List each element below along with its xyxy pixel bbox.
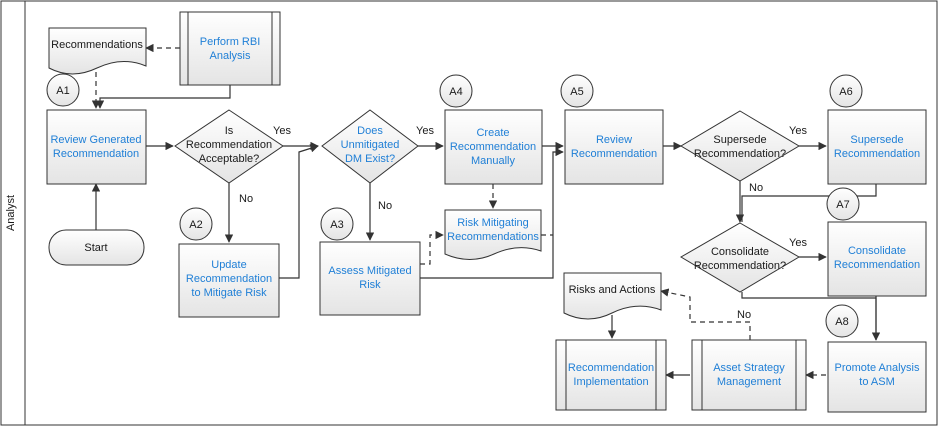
connector <box>660 288 751 340</box>
start-label: Start <box>84 242 107 254</box>
connector <box>420 147 564 279</box>
update-line3: to Mitigate Risk <box>191 287 267 299</box>
consolidate-decision: Consolidate Recommendation? <box>680 222 800 293</box>
review-recommendation-node[interactable]: Review Recommendation <box>564 109 664 185</box>
edge-label-no: No <box>378 200 392 212</box>
risk-mitigating-line2: Recommendations <box>447 231 539 243</box>
step-marker: A1 <box>46 73 80 107</box>
promote-analysis-node[interactable]: Promote Analysis to ASM <box>827 341 927 413</box>
is-acceptable-line3: Acceptable? <box>199 153 260 165</box>
review-generated-line1: Review Generated <box>50 134 141 146</box>
update-line1: Update <box>211 259 246 271</box>
unmitigated-dm-decision[interactable]: Does Unmitigated DM Exist? <box>321 109 419 184</box>
review-line1: Review <box>596 134 632 146</box>
step-marker-label: A6 <box>839 86 852 98</box>
step-marker: A4 <box>439 74 473 108</box>
step-marker: A3 <box>320 207 354 241</box>
connector <box>279 144 319 279</box>
start-terminator: Start <box>48 229 145 266</box>
consolidate-recommendation-node[interactable]: Consolidate Recommendation <box>827 221 927 297</box>
edge-label-yes: Yes <box>416 125 434 137</box>
supersede-decision: Supersede Recommendation? <box>680 110 800 182</box>
is-acceptable-line1: Is <box>225 125 234 137</box>
perform-rbi-analysis-node[interactable]: Perform RBI Analysis <box>179 11 281 86</box>
supersede-line1: Supersede <box>850 134 903 146</box>
recommendations-label: Recommendations <box>51 39 143 51</box>
update-line2: Recommendation <box>186 273 272 285</box>
edge-label-no: No <box>737 309 751 321</box>
review-generated-recommendation-node[interactable]: Review Generated Recommendation <box>46 109 147 185</box>
connector <box>741 184 877 222</box>
promote-line1: Promote Analysis <box>835 362 920 374</box>
edge-label-no: No <box>749 182 763 194</box>
asset-strategy-line1: Asset Strategy <box>713 362 785 374</box>
recommendations-document: Recommendations <box>48 27 147 75</box>
connector <box>95 85 231 109</box>
edge-label-yes: Yes <box>789 125 807 137</box>
rec-impl-line2: Implementation <box>573 376 648 388</box>
review-line2: Recommendation <box>571 148 657 160</box>
step-marker-label: A8 <box>835 316 848 328</box>
perform-rbi-analysis-line2: Analysis <box>210 50 251 62</box>
risks-and-actions-label: Risks and Actions <box>569 284 656 296</box>
step-marker-label: A2 <box>189 219 202 231</box>
is-acceptable-decision: Is Recommendation Acceptable? <box>174 109 284 184</box>
review-generated-line2: Recommendation <box>53 148 139 160</box>
consolidate-line1: Consolidate <box>848 245 906 257</box>
assess-line1: Assess Mitigated <box>328 265 411 277</box>
unmitigated-line1: Does <box>357 125 383 137</box>
create-line2: Recommendation <box>450 141 536 153</box>
update-recommendation-node[interactable]: Update Recommendation to Mitigate Risk <box>178 243 280 318</box>
step-marker: A2 <box>179 207 213 241</box>
connector <box>420 230 444 265</box>
step-marker-label: A7 <box>836 199 849 211</box>
is-acceptable-line2: Recommendation <box>186 139 272 151</box>
promote-line2: to ASM <box>859 376 894 388</box>
lane-label: Analyst <box>5 195 17 231</box>
asset-strategy-management-node[interactable]: Asset Strategy Management <box>691 339 807 411</box>
consolidate-line2: Recommendation <box>834 259 920 271</box>
step-marker-label: A3 <box>330 219 343 231</box>
unmitigated-line3: DM Exist? <box>345 153 395 165</box>
supersede-recommendation-node[interactable]: Supersede Recommendation <box>827 109 927 185</box>
step-marker: A6 <box>829 74 863 108</box>
step-marker: A7 <box>826 187 860 221</box>
create-line3: Manually <box>471 155 516 167</box>
edge-label-yes: Yes <box>273 125 291 137</box>
asset-strategy-line2: Management <box>717 376 781 388</box>
create-recommendation-node[interactable]: Create Recommendation Manually <box>444 109 543 185</box>
step-marker-label: A1 <box>56 85 69 97</box>
unmitigated-line2: Unmitigated <box>341 139 400 151</box>
edge-label-yes: Yes <box>789 237 807 249</box>
step-marker: A8 <box>825 304 859 338</box>
assess-line2: Risk <box>359 279 381 291</box>
rec-impl-line1: Recommendation <box>568 362 654 374</box>
assess-mitigated-risk-node[interactable]: Assess Mitigated Risk <box>319 241 421 316</box>
consolidate-q-line1: Consolidate <box>711 246 769 258</box>
supersede-q-line1: Supersede <box>713 134 766 146</box>
edge-label-no: No <box>239 193 253 205</box>
risks-and-actions-document: Risks and Actions <box>563 272 662 320</box>
step-marker-label: A5 <box>570 86 583 98</box>
step-marker-label: A4 <box>449 86 462 98</box>
supersede-line2: Recommendation <box>834 148 920 160</box>
consolidate-q-line2: Recommendation? <box>694 260 786 272</box>
create-line1: Create <box>476 127 509 139</box>
supersede-q-line2: Recommendation? <box>694 148 786 160</box>
recommendation-implementation-node[interactable]: Recommendation Implementation <box>555 339 667 411</box>
step-marker: A5 <box>560 74 594 108</box>
perform-rbi-analysis-line1: Perform RBI <box>200 36 261 48</box>
risk-mitigating-document[interactable]: Risk Mitigating Recommendations <box>444 209 542 260</box>
risk-mitigating-line1: Risk Mitigating <box>457 217 529 229</box>
